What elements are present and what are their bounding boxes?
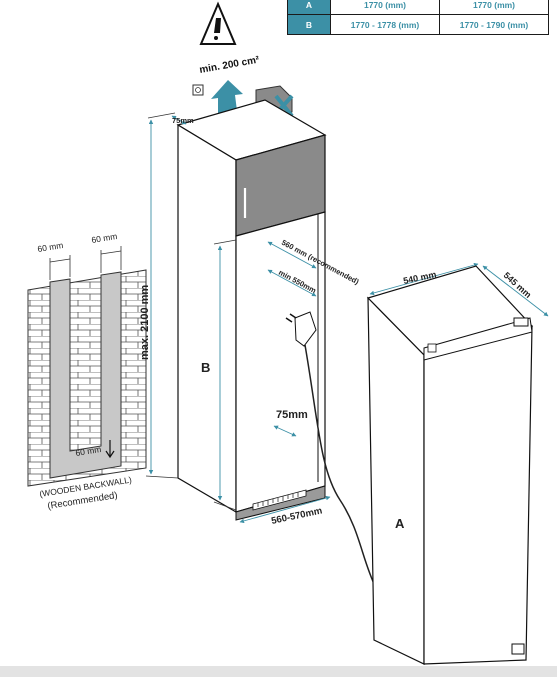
cabinet: [176, 99, 327, 521]
row-key: B: [287, 14, 331, 35]
power-cord: [285, 311, 377, 589]
refrigerator: [366, 265, 534, 665]
fridge-height-label: A: [395, 516, 405, 531]
ventilation-symbol-icon: [192, 84, 204, 96]
max-height-label: max. 2100 mm: [139, 285, 151, 360]
airflow-arrow-icon: [211, 80, 243, 113]
right-channel-label: 60 mm: [91, 231, 118, 245]
bottom-gap-label: 75mm: [276, 409, 308, 421]
door-hinge-top: [513, 317, 529, 327]
table-row: B 1770 - 1778 (mm) 1770 - 1790 (mm): [287, 14, 549, 35]
row-value: 1770 - 1790 (mm): [439, 14, 549, 35]
bottom-strip: [0, 666, 557, 677]
brick-wall: [27, 246, 147, 487]
top-depth-label: 75mm: [172, 116, 194, 125]
left-channel-label: 60 mm: [37, 240, 64, 254]
fridge-depth-label: 545 mm: [502, 270, 534, 300]
vent-area-label: min. 200 cm²: [199, 54, 261, 75]
power-plug-icon: [294, 311, 317, 347]
bottom-channel-label: 60 mm: [75, 444, 102, 458]
dimension-table: A 1770 (mm) 1770 (mm) B 1770 - 1778 (mm)…: [287, 0, 549, 35]
backwall-channel: [49, 271, 122, 479]
door-hinge-bottom: [511, 643, 525, 655]
niche-height-label: B: [201, 360, 210, 375]
